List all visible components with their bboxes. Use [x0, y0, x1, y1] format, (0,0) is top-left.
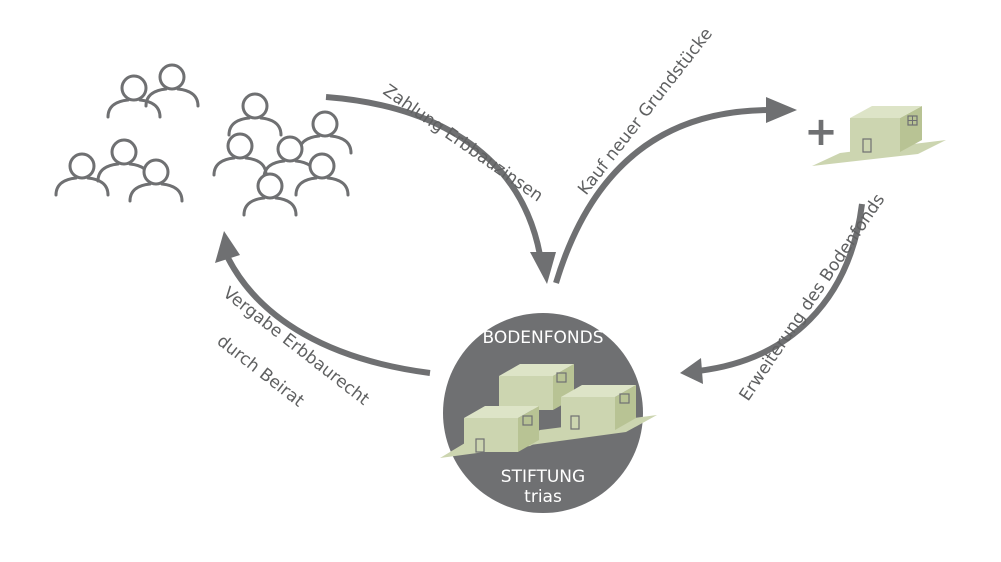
- person-icon: [212, 132, 268, 177]
- new-property-icon: +: [804, 106, 946, 166]
- stiftung-label: STIFTUNG: [501, 467, 585, 487]
- label-purchase: Kauf neuer Grundstücke: [574, 24, 717, 199]
- building-icon: [499, 364, 574, 410]
- person-icon: [262, 135, 318, 180]
- people-group-icon: [54, 63, 353, 217]
- person-icon: [227, 92, 283, 137]
- arrow-payment: [325, 94, 543, 256]
- bodenfonds-circle: BODENFONDS STIFTUNG trias: [440, 313, 657, 513]
- arrow-expansion: [697, 203, 865, 374]
- building-icon: [561, 385, 636, 430]
- label-expansion: Erweiterung des Bodenfonds: [736, 190, 890, 404]
- plus-sign: +: [804, 109, 838, 155]
- arrow-allocation: [225, 256, 431, 376]
- building-icon: [464, 406, 539, 453]
- person-icon: [54, 152, 110, 197]
- arrowhead-expansion: [680, 358, 703, 384]
- arrow-purchase: [553, 107, 771, 284]
- person-icon: [106, 74, 162, 119]
- arrowhead-payment: [530, 252, 556, 284]
- arrows: [225, 94, 865, 376]
- person-icon: [144, 63, 200, 108]
- person-icon: [96, 138, 152, 183]
- arrowhead-allocation: [215, 231, 240, 263]
- arrowhead-purchase: [766, 97, 797, 123]
- label-payment: Zahlung Erbbauzinsen: [379, 81, 546, 207]
- trias-label: trias: [524, 487, 562, 507]
- arrowheads: [215, 97, 797, 384]
- person-icon: [128, 158, 184, 203]
- person-icon: [242, 172, 298, 217]
- bodenfonds-title: BODENFONDS: [482, 328, 603, 348]
- person-icon: [294, 152, 350, 197]
- person-icon: [297, 110, 353, 155]
